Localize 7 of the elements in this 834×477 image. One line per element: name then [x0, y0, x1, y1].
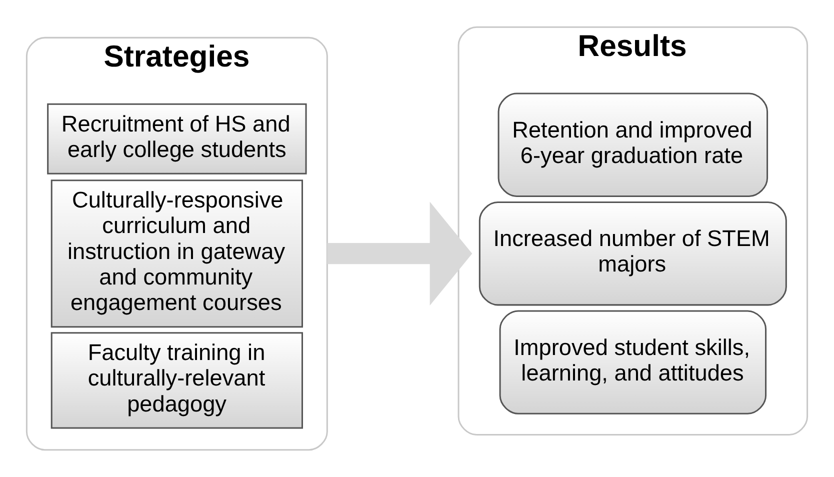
node-box: Increased number of STEM majors	[478, 202, 787, 306]
node-box: Faculty training in culturally-relevant pedagogy	[50, 332, 303, 429]
arrow	[327, 202, 472, 306]
node-box: Recruitment of HS and early college students	[47, 103, 307, 174]
node-box: Culturally-responsive curriculum and instruction in gateway and community engagement courses	[50, 180, 303, 328]
node-box: Improved student skills, learning, and attitudes	[499, 310, 767, 414]
node-box: Retention and improved 6-year graduation rate	[498, 92, 768, 197]
